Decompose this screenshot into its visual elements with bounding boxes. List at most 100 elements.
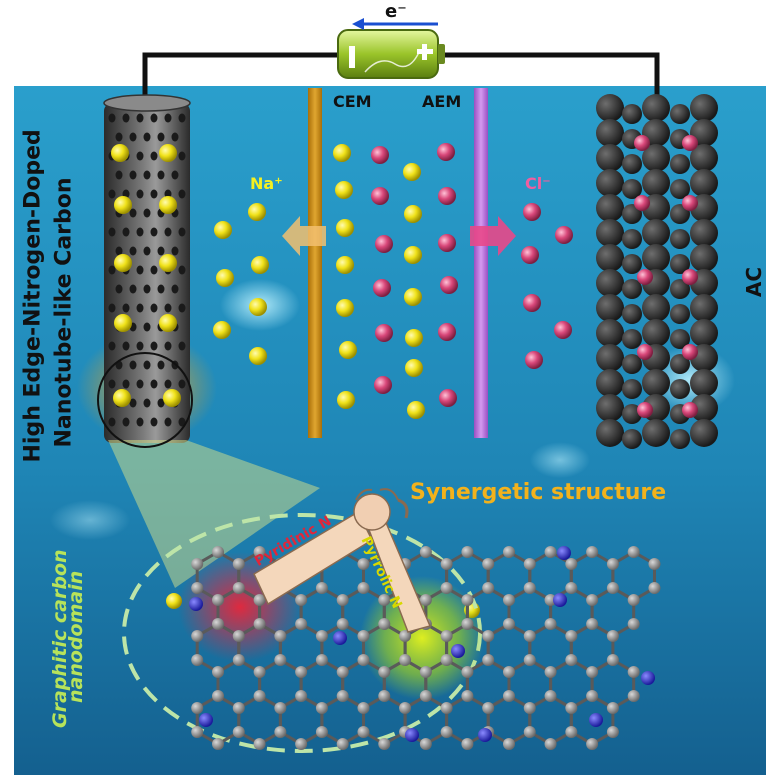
carbon-particle	[596, 194, 624, 222]
carbon-particle	[642, 94, 670, 122]
tube-pore	[143, 284, 151, 294]
carbon-particle	[690, 219, 718, 247]
carbon-atom	[378, 666, 391, 678]
tube-pore	[129, 208, 137, 218]
zoom-cone	[108, 440, 320, 588]
anion-label: Cl⁻	[525, 174, 551, 193]
carbon-atom	[378, 618, 391, 630]
carbon-particle	[670, 279, 690, 299]
carbon-atom	[544, 594, 557, 606]
na-ion	[213, 321, 231, 339]
carbon-atom	[336, 690, 349, 702]
carbon-atom	[191, 702, 204, 714]
anode-label-line1: High Edge-Nitrogen-Doped	[20, 129, 46, 463]
carbon-atom	[315, 702, 328, 714]
tube-pore	[164, 113, 172, 123]
carbon-atom	[253, 618, 266, 630]
carbon-atom	[440, 630, 453, 642]
cl-ion	[373, 279, 391, 297]
carbon-atom	[502, 618, 515, 630]
na-ion	[163, 389, 181, 407]
na-ion	[405, 359, 423, 377]
tube-pore	[122, 303, 130, 313]
carbon-particle	[670, 179, 690, 199]
tube-pore	[171, 170, 179, 180]
carbon-atom	[232, 726, 245, 738]
carbon-atom	[461, 618, 474, 630]
carbon-atom	[544, 690, 557, 702]
carbon-particle	[670, 429, 690, 449]
carbon-atom	[482, 654, 495, 666]
cl-ion	[371, 187, 389, 205]
carbon-atom	[232, 558, 245, 570]
carbon-atom	[336, 618, 349, 630]
carbon-atom	[253, 738, 266, 750]
carbon-particle	[642, 169, 670, 197]
cl-ion	[437, 143, 455, 161]
na-ion	[114, 314, 132, 332]
carbon-atom	[274, 726, 287, 738]
tube-pore	[171, 284, 179, 294]
na-ion	[159, 254, 177, 272]
tube-pore	[108, 303, 116, 313]
carbon-particle	[670, 229, 690, 249]
cation-label: Na⁺	[250, 174, 283, 193]
tube-pore	[122, 379, 130, 389]
carbon-atom	[502, 594, 515, 606]
tube-pore	[150, 379, 158, 389]
nitrogen-atom	[553, 593, 567, 607]
na-ion	[159, 196, 177, 214]
tube-pore	[143, 398, 151, 408]
carbon-atom	[482, 582, 495, 594]
carbon-atom	[315, 582, 328, 594]
carbon-atom	[274, 702, 287, 714]
carbon-atom	[419, 690, 432, 702]
tube-pore	[178, 189, 186, 199]
carbon-atom	[357, 558, 370, 570]
electron-label: e⁻	[385, 1, 407, 22]
tube-pore	[178, 265, 186, 275]
carbon-atom	[586, 738, 599, 750]
tube-pore	[178, 303, 186, 313]
na-ion	[337, 391, 355, 409]
na-ion	[249, 347, 267, 365]
carbon-atom	[502, 738, 515, 750]
tube-pore	[108, 417, 116, 427]
carbon-atom	[191, 558, 204, 570]
adsorbed-cl-ion	[634, 135, 650, 151]
carbon-atom	[606, 654, 619, 666]
carbon-atom	[586, 690, 599, 702]
carbon-atom	[336, 666, 349, 678]
carbon-atom	[627, 666, 640, 678]
na-ion	[336, 219, 354, 237]
carbon-particle	[642, 319, 670, 347]
carbon-particle	[690, 294, 718, 322]
cl-ion	[523, 294, 541, 312]
cl-ion	[371, 146, 389, 164]
circuit-wire-right	[440, 52, 660, 100]
nitrogen-atom	[405, 728, 419, 742]
anode-label-line2: Nanotube-like Carbon	[51, 177, 77, 448]
adsorbed-cl-ion	[634, 195, 650, 211]
tube-pore	[122, 113, 130, 123]
carbon-atom	[627, 618, 640, 630]
carbon-atom	[232, 630, 245, 642]
carbon-atom	[648, 558, 661, 570]
tube-pore	[122, 417, 130, 427]
tube-pore	[143, 246, 151, 256]
carbon-atom	[357, 630, 370, 642]
carbon-atom	[295, 666, 308, 678]
carbon-atom	[565, 702, 578, 714]
tube-pore	[164, 341, 172, 351]
carbon-atom	[315, 630, 328, 642]
carbon-atom	[482, 702, 495, 714]
cl-ion	[554, 321, 572, 339]
tube-pore	[115, 246, 123, 256]
nitrogen-atom	[199, 713, 213, 727]
carbon-atom	[523, 630, 536, 642]
tube-pore	[164, 227, 172, 237]
tube-pore	[108, 227, 116, 237]
circuit-wire-left	[142, 52, 340, 100]
tube-pore	[150, 417, 158, 427]
